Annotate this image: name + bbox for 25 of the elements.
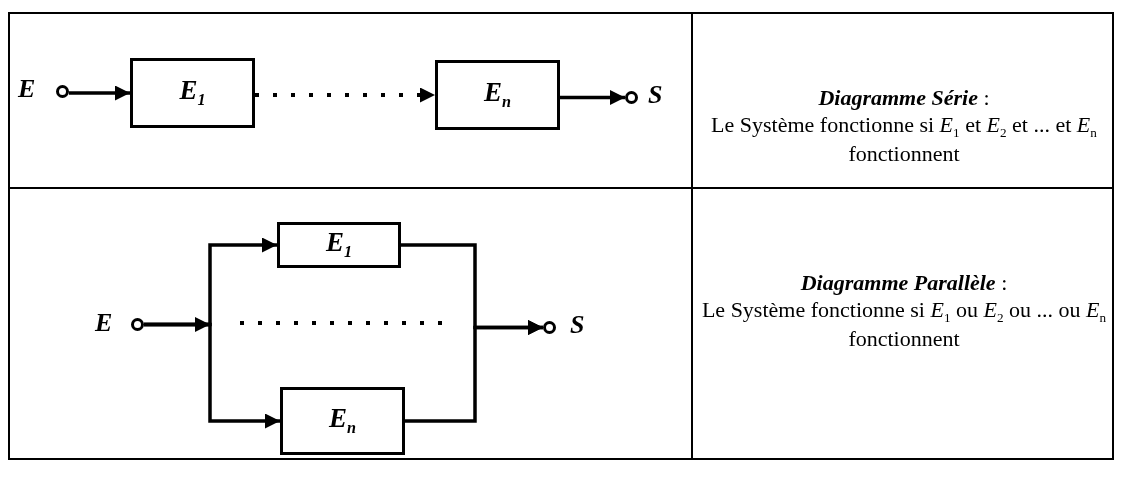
terminal-circle xyxy=(56,85,69,98)
connector-arrow xyxy=(560,90,625,105)
heading-text: Diagramme Série : xyxy=(817,85,991,112)
terminal-circle xyxy=(625,91,638,104)
terminal-circle xyxy=(131,318,144,331)
connector-arrow xyxy=(255,87,435,103)
block-box xyxy=(435,60,560,130)
description-text: Le Système fonctionne si E$_{1}$ ou E$_{2}$ ou ... ou E$_{n}$ fonctionnent xyxy=(700,297,1108,353)
description-text: Le Système fonctionne si E$_{1}$ et E$_{2}$ et ... et E$_{n}$ fonctionnent xyxy=(710,112,1098,168)
terminal-label: S xyxy=(570,312,585,338)
block-label: E$_{1}$ xyxy=(325,229,353,261)
connector-arrow xyxy=(144,317,210,332)
terminal-label: E xyxy=(18,76,36,102)
block-box xyxy=(280,387,405,455)
block-label: E$_{n}$ xyxy=(484,79,511,111)
block-box xyxy=(130,58,255,128)
connector-arrow xyxy=(405,320,543,423)
connector-arrow xyxy=(69,85,130,101)
terminal-label: E xyxy=(95,310,113,336)
block-label: E$_{n}$ xyxy=(329,405,356,437)
terminal-label: S xyxy=(648,82,663,108)
block-label: E$_{1}$ xyxy=(179,77,206,109)
terminal-circle xyxy=(543,321,556,334)
block-box xyxy=(277,222,401,268)
heading-text: Diagramme Parallèle : xyxy=(799,270,1009,297)
